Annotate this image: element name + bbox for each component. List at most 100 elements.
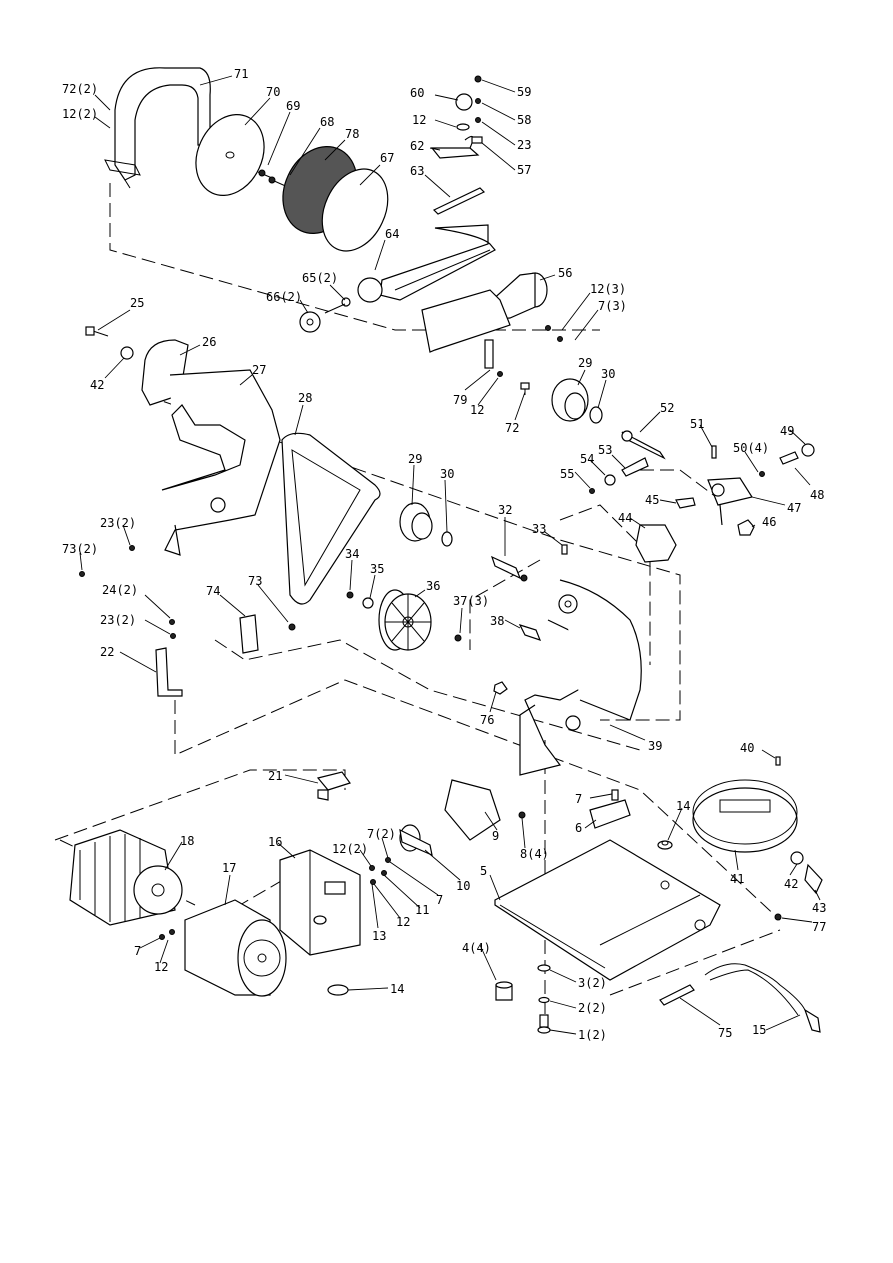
idler-drum-lower xyxy=(399,502,453,547)
label-27: 27 xyxy=(252,363,266,377)
label-78: 78 xyxy=(345,127,359,141)
label-77: 77 xyxy=(812,920,826,934)
label-23-2: 23(2) xyxy=(100,516,136,530)
label-75: 75 xyxy=(718,1026,732,1040)
label-30-b: 30 xyxy=(440,467,454,481)
label-72-2: 72(2) xyxy=(62,82,98,96)
label-11: 11 xyxy=(415,903,429,917)
motor-housing xyxy=(279,849,391,956)
label-64: 64 xyxy=(385,227,399,241)
label-12-g: 12 xyxy=(154,960,168,974)
label-10: 10 xyxy=(456,879,470,893)
label-67: 67 xyxy=(380,151,394,165)
label-72: 72 xyxy=(505,421,519,435)
label-7-e: 7 xyxy=(134,944,141,958)
motor-cover xyxy=(184,899,287,997)
label-28: 28 xyxy=(298,391,312,405)
label-12-2-e: 12(2) xyxy=(332,842,368,856)
disc-paper xyxy=(321,168,389,252)
label-24-2: 24(2) xyxy=(102,583,138,597)
label-57: 57 xyxy=(517,163,531,177)
dust-chute xyxy=(421,272,563,395)
label-22: 22 xyxy=(100,645,114,659)
label-79: 79 xyxy=(453,393,467,407)
switch-group xyxy=(316,771,526,857)
label-12-d: 12 xyxy=(470,403,484,417)
label-21: 21 xyxy=(268,769,282,783)
leader-lines xyxy=(79,75,821,1035)
label-44: 44 xyxy=(618,511,632,525)
callout-labels: 72(2) 71 70 12(2) 69 68 78 67 60 59 12 5… xyxy=(62,67,826,1042)
disc-bolts xyxy=(257,169,291,189)
label-63: 63 xyxy=(410,164,424,178)
label-70: 70 xyxy=(266,85,280,99)
label-74: 74 xyxy=(206,584,220,598)
label-53: 53 xyxy=(598,443,612,457)
tension-assembly xyxy=(589,430,815,563)
label-2-2: 2(2) xyxy=(578,1001,607,1015)
label-30: 30 xyxy=(601,367,615,381)
label-14-b: 14 xyxy=(390,982,404,996)
power-cord xyxy=(659,963,821,1033)
label-43: 43 xyxy=(812,901,826,915)
label-23-2-c: 23(2) xyxy=(100,613,136,627)
label-7-3: 7(3) xyxy=(598,299,627,313)
label-52: 52 xyxy=(660,401,674,415)
label-76: 76 xyxy=(480,713,494,727)
rubber-foot xyxy=(327,984,349,996)
label-40: 40 xyxy=(740,741,754,755)
label-66-2: 66(2) xyxy=(266,290,302,304)
label-38: 38 xyxy=(490,614,504,628)
label-50-4: 50(4) xyxy=(733,441,769,455)
disc-guard xyxy=(104,67,211,189)
label-8-4: 8(4) xyxy=(520,847,549,861)
label-32: 32 xyxy=(498,503,512,517)
table-assembly xyxy=(357,75,496,303)
brackets xyxy=(79,545,296,697)
label-4-4: 4(4) xyxy=(462,941,491,955)
label-36: 36 xyxy=(426,579,440,593)
label-56: 56 xyxy=(558,266,572,280)
label-13: 13 xyxy=(372,929,386,943)
label-3-2: 3(2) xyxy=(578,976,607,990)
label-42: 42 xyxy=(90,378,104,392)
motor-core xyxy=(69,829,183,940)
label-65-2: 65(2) xyxy=(302,271,338,285)
label-12-2: 12(2) xyxy=(62,107,98,121)
label-6: 6 xyxy=(575,821,582,835)
label-1-2: 1(2) xyxy=(578,1028,607,1042)
label-29-b: 29 xyxy=(408,452,422,466)
sanding-disc xyxy=(195,114,265,196)
drive-wheel xyxy=(378,589,432,651)
label-7-2: 7(2) xyxy=(367,827,396,841)
label-39: 39 xyxy=(648,739,662,753)
label-15: 15 xyxy=(752,1023,766,1037)
label-26: 26 xyxy=(202,335,216,349)
label-73-2: 73(2) xyxy=(62,542,98,556)
label-48: 48 xyxy=(810,488,824,502)
label-17: 17 xyxy=(222,861,236,875)
label-58: 58 xyxy=(517,113,531,127)
label-37-3: 37(3) xyxy=(453,594,489,608)
label-55: 55 xyxy=(560,467,574,481)
label-7-d: 7 xyxy=(436,893,443,907)
base-fasteners xyxy=(495,964,551,1034)
label-60: 60 xyxy=(410,86,424,100)
label-47: 47 xyxy=(787,501,801,515)
label-71: 71 xyxy=(234,67,248,81)
label-46: 46 xyxy=(762,515,776,529)
label-69: 69 xyxy=(286,99,300,113)
label-23: 23 xyxy=(517,138,531,152)
label-73: 73 xyxy=(248,574,262,588)
label-33: 33 xyxy=(532,522,546,536)
idler-drum-upper xyxy=(551,378,603,424)
label-29: 29 xyxy=(578,356,592,370)
label-18: 18 xyxy=(180,834,194,848)
label-14: 14 xyxy=(676,799,690,813)
label-59: 59 xyxy=(517,85,531,99)
label-41: 41 xyxy=(730,872,744,886)
label-12-3: 12(3) xyxy=(590,282,626,296)
label-42-b: 42 xyxy=(784,877,798,891)
label-62: 62 xyxy=(410,139,424,153)
